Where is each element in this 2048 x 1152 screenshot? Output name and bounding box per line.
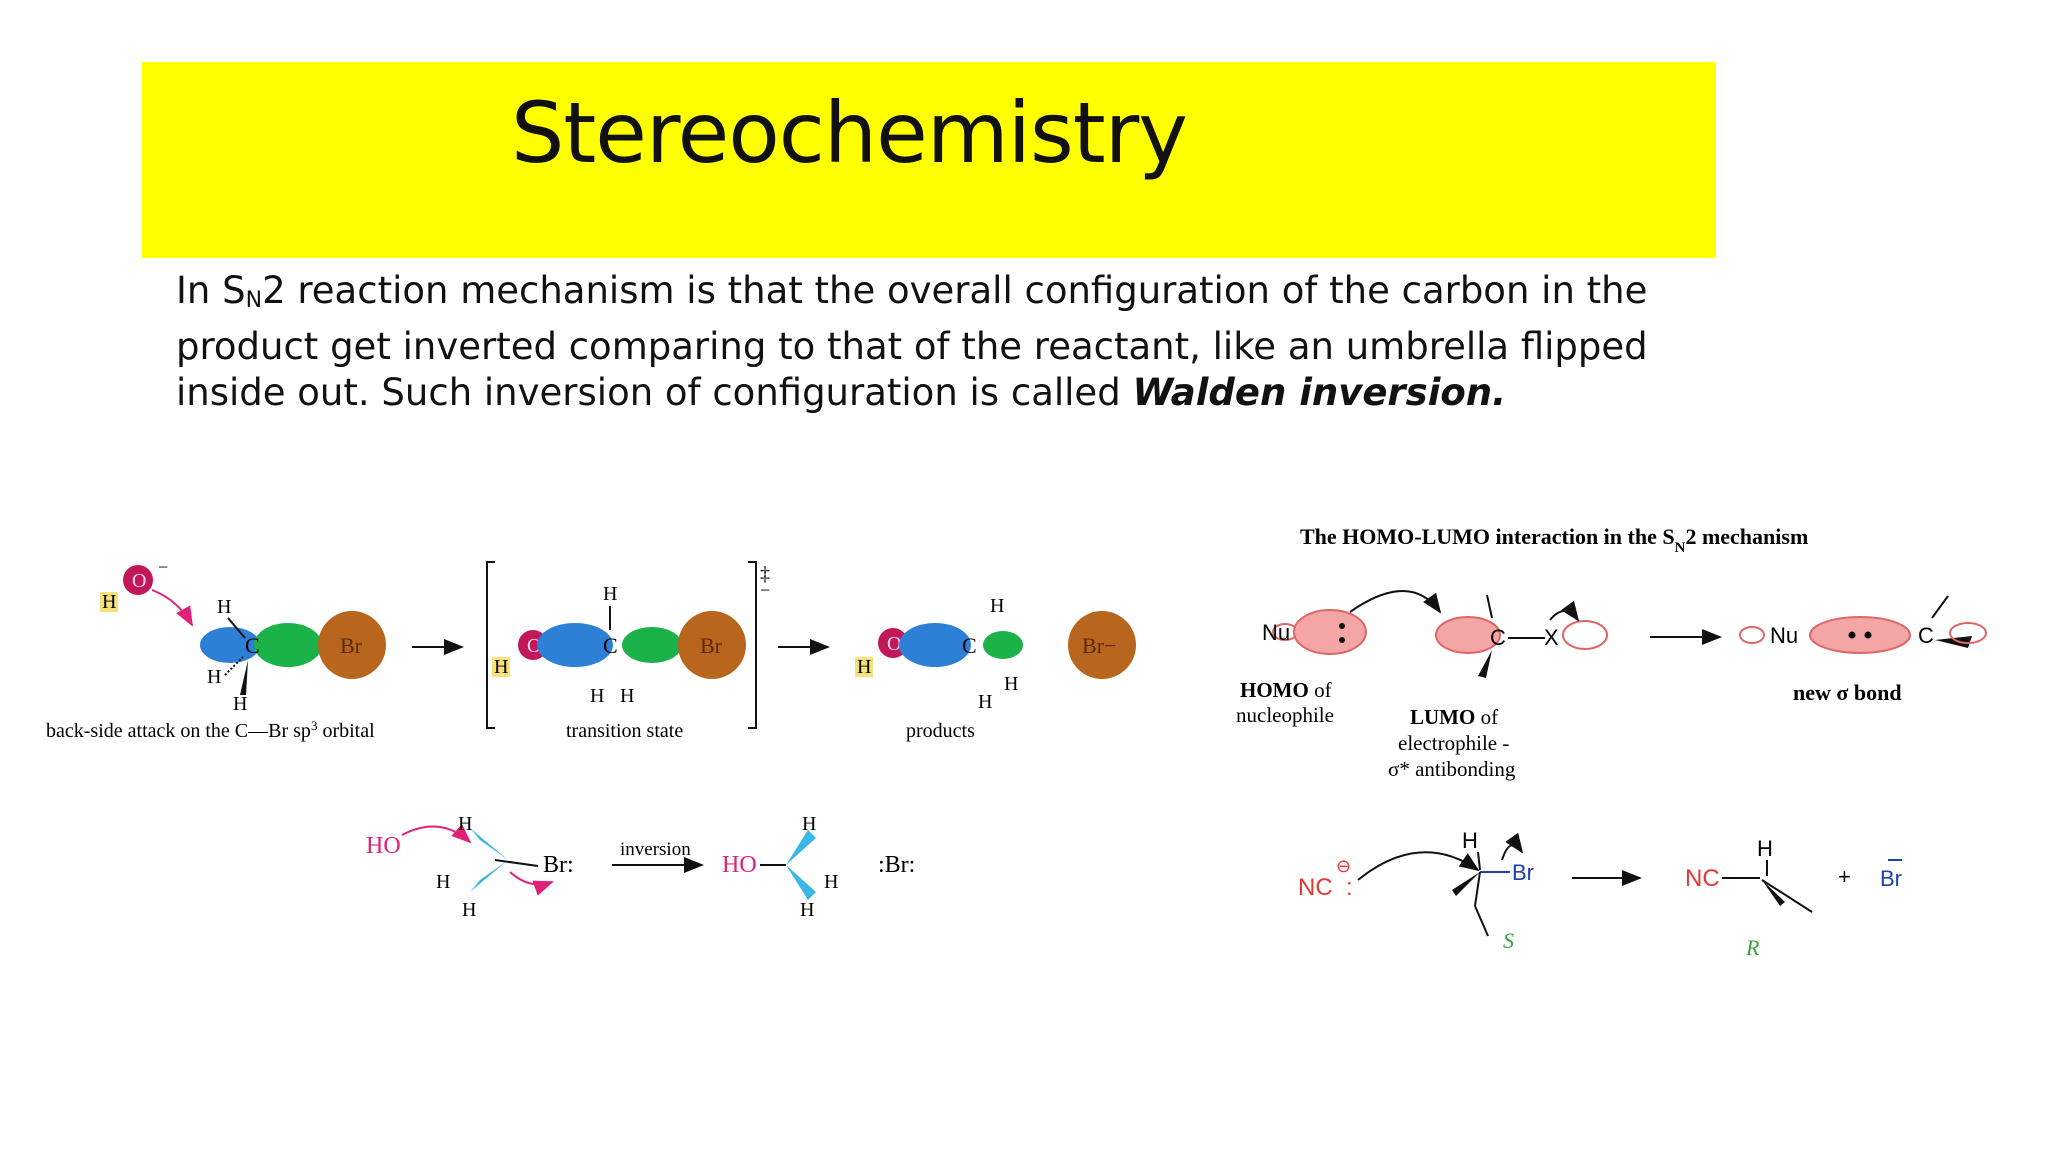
prod-carbon-label: C xyxy=(962,633,977,658)
lumo-c-label: C xyxy=(1490,625,1506,650)
product-nu-label: Nu xyxy=(1770,623,1798,648)
product-h-label: H xyxy=(1757,836,1773,861)
homo-lumo-figure: The HOMO-LUMO interaction in the SN2 mec… xyxy=(1236,524,1987,960)
sigma-bond-orbital xyxy=(1809,616,1911,654)
green-orbital-lobe xyxy=(254,623,322,667)
walden-inversion-term: Walden inversion xyxy=(1132,371,1493,414)
ts-charge: − xyxy=(760,580,770,600)
prod-oxygen-label: O xyxy=(887,633,901,655)
inv-br-label: Br: xyxy=(543,852,574,878)
bromide-ion xyxy=(1068,611,1136,679)
svg-text::: : xyxy=(1346,874,1353,901)
orbital-mechanism-figure: O − H Br C H H H back-side attack on the… xyxy=(46,557,1136,921)
inv2-h-right: H xyxy=(824,871,838,893)
inv2-h-bottom: H xyxy=(800,899,814,921)
prod-h-bottom: H xyxy=(978,691,992,713)
homo-to-lumo-arrow xyxy=(1349,590,1442,614)
caption-backside-attack: back-side attack on the C—Br sp3 orbital xyxy=(46,718,375,743)
para-end: . xyxy=(1492,371,1507,414)
bromine-atom xyxy=(318,611,386,679)
prod-h-top: H xyxy=(990,595,1004,617)
inv-h-top: H xyxy=(458,813,472,835)
ho-product-label: HO xyxy=(722,852,757,878)
prod-h-label: H xyxy=(857,656,871,678)
slide-title: Stereochemistry xyxy=(511,84,1188,182)
ts-green-lobe xyxy=(622,627,682,663)
ts-h-bottom-right: H xyxy=(620,685,634,707)
bromide-label: Br− xyxy=(1082,633,1116,658)
transition-state-group: ‡ − O H Br C H H H transition state xyxy=(486,561,770,742)
cyanide-charge: ⊖ xyxy=(1336,856,1351,876)
inversion-label: inversion xyxy=(620,839,691,860)
oxygen-label: O xyxy=(132,570,146,592)
cyanide-label: NC xyxy=(1298,874,1333,901)
substrate-br-label: Br xyxy=(1512,860,1534,885)
hydrogen-highlight xyxy=(100,592,118,612)
inv-h-bottom: H xyxy=(462,899,476,921)
homo-lobe xyxy=(1293,609,1367,655)
ts-h-label: H xyxy=(494,656,508,678)
ho-reactant-label: HO xyxy=(366,833,401,859)
x-label: X xyxy=(1544,625,1559,650)
new-bond-caption: new σ bond xyxy=(1793,680,1902,705)
prod-h-right: H xyxy=(1004,673,1018,695)
plus-sign: + xyxy=(1838,864,1851,889)
bromine-label: Br xyxy=(340,633,363,658)
ts-carbon-label: C xyxy=(603,633,618,658)
blue-orbital-lobe xyxy=(200,627,260,663)
lumo-caption-line3: σ* antibonding xyxy=(1388,757,1516,781)
slide-paragraph: In SN2 reaction mechanism is that the ov… xyxy=(176,268,1736,416)
lumo-lobe xyxy=(1435,616,1501,654)
ts-blue-lobe xyxy=(537,623,613,667)
attack-arrow xyxy=(151,589,193,627)
reactant-group: O − H Br C H H H back-side attack on the… xyxy=(46,557,386,742)
caption-transition-state: transition state xyxy=(566,720,683,742)
inv-h-left: H xyxy=(436,871,450,893)
lumo-caption: LUMO of xyxy=(1410,705,1498,729)
prod-blue-lobe xyxy=(899,623,971,667)
inv2-h-top: H xyxy=(802,813,816,835)
para-subscript: N xyxy=(245,288,263,313)
ts-h-top: H xyxy=(603,583,617,605)
hydroxyl-h-label: H xyxy=(102,591,116,613)
lumo-caption-line2: electrophile - xyxy=(1398,731,1509,755)
caption-products: products xyxy=(906,720,975,742)
r-configuration-label: R xyxy=(1745,935,1760,960)
oxygen-charge: − xyxy=(158,557,168,577)
para-text-2: 2 reaction mechanism is that the overall… xyxy=(176,269,1648,414)
product-nc-label: NC xyxy=(1685,865,1720,892)
products-group: O H C H H H Br− products xyxy=(855,595,1136,742)
h-left: H xyxy=(207,666,221,688)
ts-h-bottom-left: H xyxy=(590,685,604,707)
s-configuration-label: S xyxy=(1503,928,1514,953)
ts-bromine xyxy=(678,611,746,679)
carbon-label: C xyxy=(245,633,260,658)
h-top: H xyxy=(217,596,231,618)
homo-caption: HOMO of xyxy=(1240,678,1332,702)
para-text-1: In S xyxy=(176,269,246,312)
h-bottom: H xyxy=(233,693,247,715)
ts-bromine-label: Br xyxy=(700,633,723,658)
bromide-ion-label: :Br: xyxy=(878,852,915,878)
prod-green-lobe xyxy=(983,631,1023,659)
homo-caption-line2: nucleophile xyxy=(1236,703,1334,727)
oxygen-atom xyxy=(123,565,153,595)
homo-lumo-header: The HOMO-LUMO interaction in the SN2 mec… xyxy=(1300,524,1808,556)
product-c-label: C xyxy=(1918,623,1934,648)
nu-label: Nu xyxy=(1262,620,1290,645)
double-dagger: ‡ xyxy=(760,563,770,585)
substrate-h-label: H xyxy=(1462,828,1478,853)
title-banner: Stereochemistry xyxy=(142,62,1716,258)
inversion-schematic: HO H H H Br: inversion HO H H H :Br: xyxy=(366,813,915,921)
bromide-product-label: Br xyxy=(1880,866,1902,891)
